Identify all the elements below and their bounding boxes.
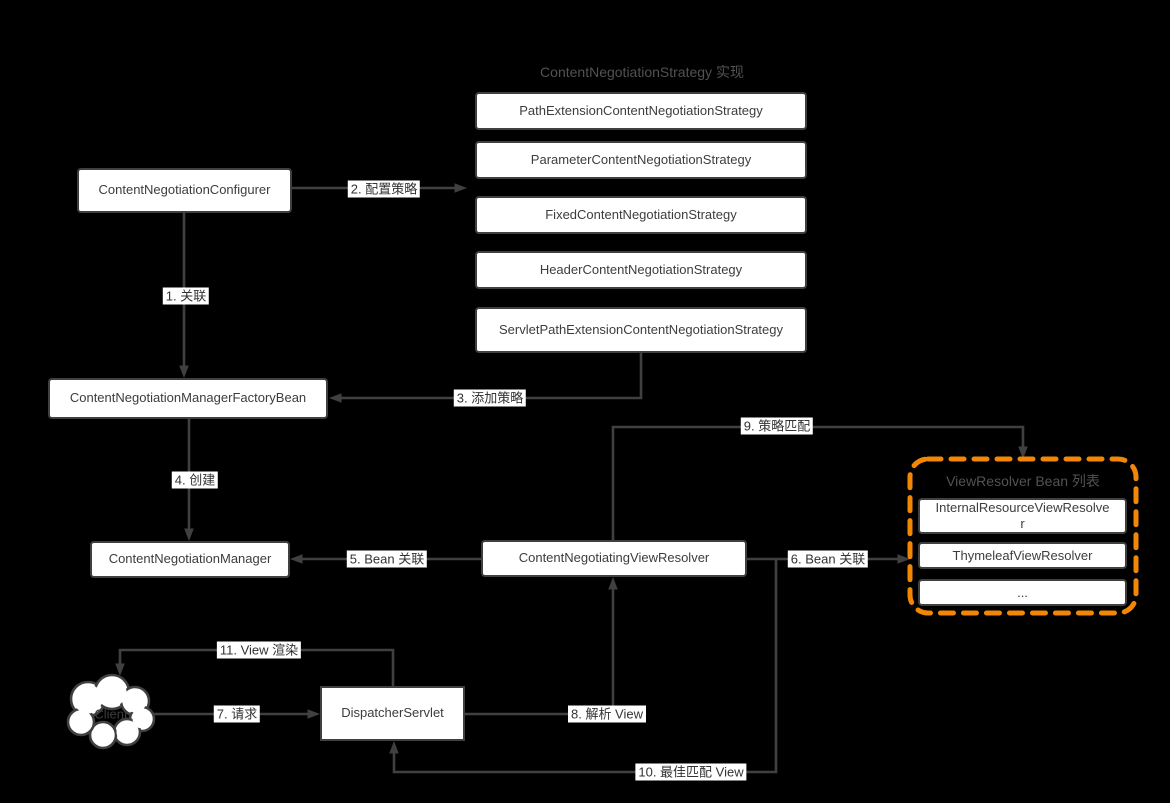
client-cloud-label: Client <box>94 706 128 722</box>
node-servlet-path-extension-strategy: ServletPathExtensionContentNegotiationSt… <box>475 307 807 353</box>
edge-add-strategy-line <box>329 353 643 403</box>
node-content-negotiation-configurer: ContentNegotiationConfigurer <box>77 168 292 213</box>
edge-label-strategy-match: 9. 策略匹配 <box>740 417 814 435</box>
edge-resolve-view-line <box>465 577 618 716</box>
edge-label-best-match-view: 10. 最佳匹配 View <box>635 763 747 781</box>
view-resolver-group-title: ViewResolver Bean 列表 <box>946 473 1100 489</box>
node-other-view-resolver: ... <box>918 579 1127 606</box>
edge-label-bean-assoc-manager: 5. Bean 关联 <box>346 550 428 568</box>
edge-label-create: 4. 创建 <box>171 471 219 489</box>
view-resolver-group-border <box>907 456 1139 616</box>
edge-strategy-match-line <box>611 425 1028 540</box>
node-internal-resource-view-resolver: InternalResourceViewResolver <box>918 498 1127 534</box>
edge-label-add-strategy: 3. 添加策略 <box>453 389 527 407</box>
edge-label-resolve-view: 8. 解析 View <box>567 705 647 723</box>
node-content-negotiating-view-resolver: ContentNegotiatingViewResolver <box>481 540 747 577</box>
edge-label-associate: 1. 关联 <box>162 287 210 305</box>
edge-label-bean-assoc-resolvers: 6. Bean 关联 <box>787 550 869 568</box>
edge-label-configure-strategy: 2. 配置策略 <box>347 180 421 198</box>
node-header-strategy: HeaderContentNegotiationStrategy <box>475 251 807 289</box>
node-content-negotiation-manager-factory-bean: ContentNegotiationManagerFactoryBean <box>48 378 328 419</box>
node-path-extension-strategy: PathExtensionContentNegotiationStrategy <box>475 92 807 130</box>
node-dispatcher-servlet: DispatcherServlet <box>320 686 465 741</box>
node-fixed-strategy: FixedContentNegotiationStrategy <box>475 196 807 234</box>
node-parameter-strategy: ParameterContentNegotiationStrategy <box>475 141 807 179</box>
strategy-group-title: ContentNegotiationStrategy 实现 <box>540 64 744 80</box>
node-content-negotiation-manager: ContentNegotiationManager <box>90 541 290 578</box>
edge-label-request: 7. 请求 <box>213 705 261 723</box>
edge-best-match-view-line <box>389 559 778 774</box>
edge-label-view-render: 11. View 渲染 <box>216 641 302 659</box>
node-thymeleaf-view-resolver: ThymeleafViewResolver <box>918 542 1127 569</box>
